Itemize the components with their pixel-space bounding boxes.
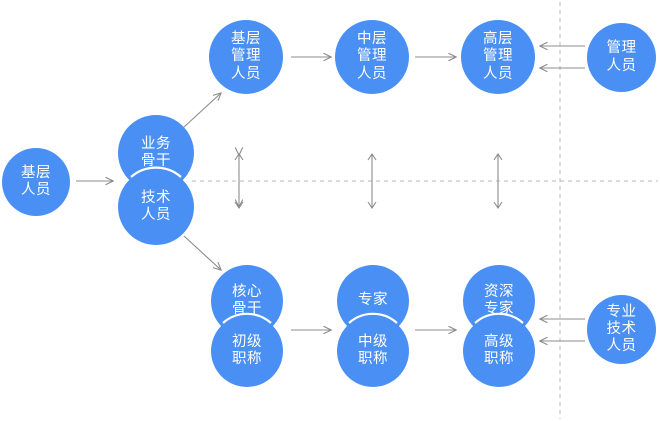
technical-step-3-pair: 资深 专家 高级 职称	[463, 265, 535, 387]
node-mgmt-senior-label: 高层 管理 人员	[483, 31, 513, 82]
node-title-junior-label: 初级 职称	[232, 333, 262, 367]
guide-lines	[192, 2, 658, 419]
node-title-senior[interactable]: 高级 职称	[463, 315, 535, 387]
node-expert-senior-label: 资深 专家	[484, 283, 514, 317]
node-mgmt-middle[interactable]: 中层 管理 人员	[335, 20, 409, 94]
node-title-middle-label: 中级 职称	[358, 333, 388, 367]
node-core-backbone-label: 核心 骨干	[232, 283, 262, 317]
node-technical-staff[interactable]: 技术 人员	[118, 169, 194, 245]
node-mgmt-junior[interactable]: 基层 管理 人员	[209, 20, 283, 94]
technical-step-1-pair: 核心 骨干 初级 职称	[211, 265, 283, 387]
arrow-crosslink-2	[367, 153, 377, 209]
node-title-junior[interactable]: 初级 职称	[211, 315, 283, 387]
node-mgmt-middle-label: 中层 管理 人员	[357, 31, 387, 82]
node-title-senior-label: 高级 职称	[484, 333, 514, 367]
node-entry[interactable]: 基层 人员	[2, 148, 70, 216]
node-tech-category[interactable]: 专业 技术 人员	[587, 295, 656, 364]
node-expert-label: 专家	[358, 292, 388, 309]
node-entry-label: 基层 人员	[21, 164, 51, 198]
node-mgmt-senior[interactable]: 高层 管理 人员	[461, 20, 535, 94]
node-mgmt-category-label: 管理 人员	[606, 40, 637, 74]
node-title-middle[interactable]: 中级 职称	[337, 315, 409, 387]
technical-step-2-pair: 专家 中级 职称	[337, 265, 409, 387]
arrow-branch-down-technical	[183, 235, 221, 270]
arrow-branch-up-management	[183, 93, 221, 128]
node-mgmt-junior-label: 基层 管理 人员	[231, 31, 261, 82]
arrow-crosslink-3	[493, 153, 503, 209]
arrow-crosslink-1	[234, 154, 244, 209]
node-business-backbone-label: 业务 骨干	[141, 135, 171, 169]
node-tech-category-label: 专业 技术 人员	[606, 303, 637, 355]
node-mgmt-category[interactable]: 管理 人员	[587, 23, 656, 92]
branch-pair: 业务 骨干 技术 人员	[118, 115, 194, 245]
node-technical-staff-label: 技术 人员	[141, 189, 171, 223]
